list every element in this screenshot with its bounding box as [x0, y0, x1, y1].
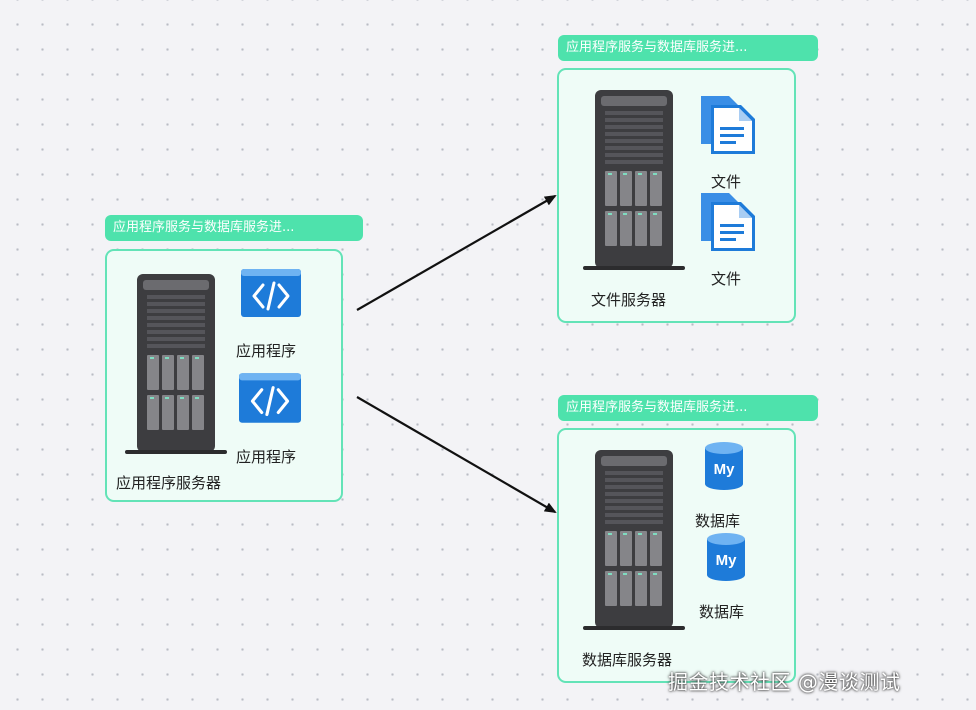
arrow-to-database-server	[356, 396, 557, 514]
file-group-box[interactable]: 文件 文件 文件服务器	[557, 68, 796, 323]
db-group-box[interactable]: My 数据库 My 数据库 数据库服务器	[557, 428, 796, 683]
document-icon	[701, 193, 755, 251]
mysql-database-icon: My	[705, 442, 743, 490]
svg-text:My: My	[714, 461, 735, 478]
app-group-label[interactable]: 应用程序服务与数据库服务进...	[105, 215, 363, 241]
db-server[interactable]	[579, 447, 689, 639]
app-item-2-label: 应用程序	[236, 448, 297, 466]
db-item-2-label: 数据库	[699, 603, 745, 621]
file-group-label[interactable]: 应用程序服务与数据库服务进...	[558, 35, 818, 61]
file-item-1-label: 文件	[711, 173, 742, 191]
db-item-1-label: 数据库	[695, 512, 741, 530]
file-server[interactable]	[579, 87, 689, 279]
db-group-label[interactable]: 应用程序服务与数据库服务进...	[558, 395, 818, 421]
code-icon	[239, 373, 301, 423]
svg-text:My: My	[716, 552, 737, 569]
watermark: 掘金技术社区 @漫谈测试	[668, 670, 901, 694]
file-item-2-label: 文件	[711, 270, 742, 288]
code-icon	[241, 269, 301, 317]
db-server-label: 数据库服务器	[582, 651, 673, 669]
mysql-database-icon: My	[707, 533, 745, 581]
app-item-2[interactable]	[239, 373, 301, 427]
file-item-2[interactable]	[699, 191, 757, 257]
db-item-2[interactable]: My	[706, 532, 746, 586]
tower-server-icon	[583, 90, 685, 270]
app-group-box[interactable]: 应用程序 应用程序 应用程序服务器	[105, 249, 343, 502]
db-item-1[interactable]: My	[704, 441, 744, 495]
file-server-label: 文件服务器	[591, 291, 667, 309]
tower-server-icon	[583, 450, 685, 630]
app-item-1[interactable]	[241, 269, 301, 321]
arrow-to-file-server	[356, 195, 557, 311]
app-server-label: 应用程序服务器	[116, 474, 222, 492]
file-item-1[interactable]	[699, 94, 757, 160]
app-server[interactable]	[121, 271, 231, 463]
app-item-1-label: 应用程序	[236, 342, 297, 360]
tower-server-icon	[125, 274, 227, 454]
document-icon	[701, 96, 755, 154]
